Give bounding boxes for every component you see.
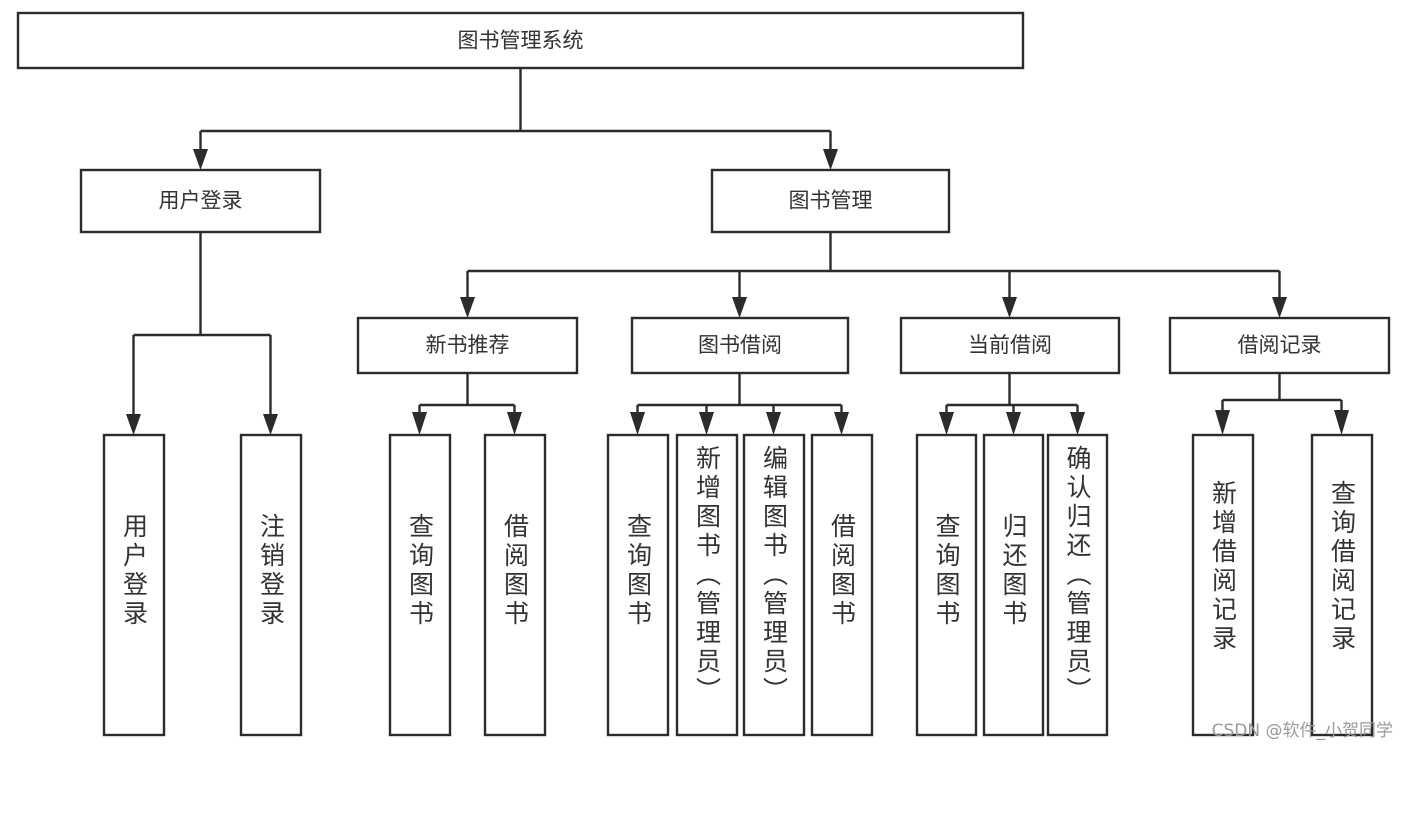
- node-book-borrow-rect[interactable]: [630, 316, 850, 375]
- connector-group-borrow-record: [1215, 373, 1349, 435]
- arrow-bookmanage-to-new-book: [460, 297, 475, 318]
- arrow-bookmanage-to-borrow: [732, 297, 747, 318]
- leaf-rect-book-borrow-2[interactable]: [675, 433, 739, 737]
- csdn-watermark: CSDN @软件_小贺同学: [1211, 721, 1393, 741]
- node-user-login-rect[interactable]: [79, 168, 322, 234]
- node-book-borrow-label: 图书借阅: [698, 333, 782, 357]
- node-new-book-recommend-rect[interactable]: [356, 316, 579, 375]
- node-new-book-recommend[interactable]: 新书推荐: [356, 316, 579, 375]
- node-root-book-management-system[interactable]: 图书管理系统: [16, 11, 1025, 70]
- node-book-management[interactable]: 图书管理: [710, 168, 951, 234]
- node-root-rect[interactable]: [16, 11, 1025, 70]
- leaf-boxes-current-borrow: [915, 433, 1109, 737]
- arrow-currentborrow-leaf-3: [1070, 412, 1085, 435]
- leaf-rect-new-book-1[interactable]: [388, 433, 452, 737]
- connector-group-root: [193, 68, 838, 170]
- node-borrow-record-rect[interactable]: [1168, 316, 1391, 375]
- arrow-bookmanage-to-current: [1002, 297, 1017, 318]
- arrow-bookmanage-to-record: [1272, 297, 1287, 318]
- leaf-boxes-book-borrow: [606, 433, 874, 737]
- arrow-borrowrecord-leaf-1: [1215, 410, 1230, 435]
- node-book-management-rect[interactable]: [710, 168, 951, 234]
- node-new-book-recommend-label: 新书推荐: [426, 333, 510, 357]
- node-current-borrow-label: 当前借阅: [968, 333, 1052, 357]
- node-root-label: 图书管理系统: [458, 29, 584, 53]
- node-book-borrow[interactable]: 图书借阅: [630, 316, 850, 375]
- connector-group-current-borrow: [939, 373, 1085, 435]
- node-borrow-record-label: 借阅记录: [1238, 333, 1322, 357]
- leaf-rect-current-borrow-2[interactable]: [982, 433, 1045, 737]
- node-user-login-label: 用户登录: [159, 189, 243, 213]
- leaf-rect-user-login-1[interactable]: [102, 433, 166, 737]
- leaf-boxes-new-book-recommend: [388, 433, 547, 737]
- leaf-rect-current-borrow-1[interactable]: [915, 433, 978, 737]
- node-borrow-record[interactable]: 借阅记录: [1168, 316, 1391, 375]
- leaf-boxes-borrow-record: [1191, 433, 1374, 737]
- diagram-canvas: 图书管理系统 用户登录 图书管理 新书推荐 图书借阅 当前借阅 借阅记录: [16, 11, 1393, 741]
- arrow-userlogin-leaf-2: [263, 414, 278, 435]
- arrow-currentborrow-leaf-2: [1006, 412, 1021, 435]
- arrow-newbook-leaf-1: [412, 412, 427, 435]
- arrow-bookborrow-leaf-1: [630, 412, 645, 435]
- leaf-rect-current-borrow-3[interactable]: [1046, 433, 1109, 737]
- node-current-borrow[interactable]: 当前借阅: [899, 316, 1121, 375]
- arrow-borrowrecord-leaf-2: [1334, 410, 1349, 435]
- leaf-rect-new-book-2[interactable]: [483, 433, 547, 737]
- leaf-rect-borrow-record-2[interactable]: [1310, 433, 1374, 737]
- arrow-newbook-leaf-2: [507, 412, 522, 435]
- node-current-borrow-rect[interactable]: [899, 316, 1121, 375]
- arrow-currentborrow-leaf-1: [939, 412, 954, 435]
- arrow-bookborrow-leaf-4: [834, 412, 849, 435]
- arrow-root-to-book-manage: [823, 149, 838, 170]
- arrow-userlogin-leaf-1: [126, 414, 141, 435]
- connector-group-book-manage: [460, 232, 1287, 318]
- tree-diagram-svg: 图书管理系统 用户登录 图书管理 新书推荐 图书借阅 当前借阅 借阅记录: [16, 11, 1391, 737]
- leaf-rect-book-borrow-3[interactable]: [742, 433, 806, 737]
- connector-group-user-login: [126, 232, 278, 435]
- leaf-boxes-user-login: [102, 433, 303, 737]
- leaf-rect-borrow-record-1[interactable]: [1191, 433, 1255, 737]
- connector-group-new-book: [412, 373, 522, 435]
- arrow-root-to-user-login: [193, 149, 208, 170]
- leaf-rect-book-borrow-1[interactable]: [606, 433, 670, 737]
- connector-group-book-borrow: [630, 373, 849, 435]
- arrow-bookborrow-leaf-3: [766, 412, 781, 435]
- leaf-rect-book-borrow-4[interactable]: [810, 433, 874, 737]
- arrow-bookborrow-leaf-2: [699, 412, 714, 435]
- leaf-rect-user-login-2[interactable]: [239, 433, 303, 737]
- node-user-login[interactable]: 用户登录: [79, 168, 322, 234]
- node-book-management-label: 图书管理: [789, 189, 873, 213]
